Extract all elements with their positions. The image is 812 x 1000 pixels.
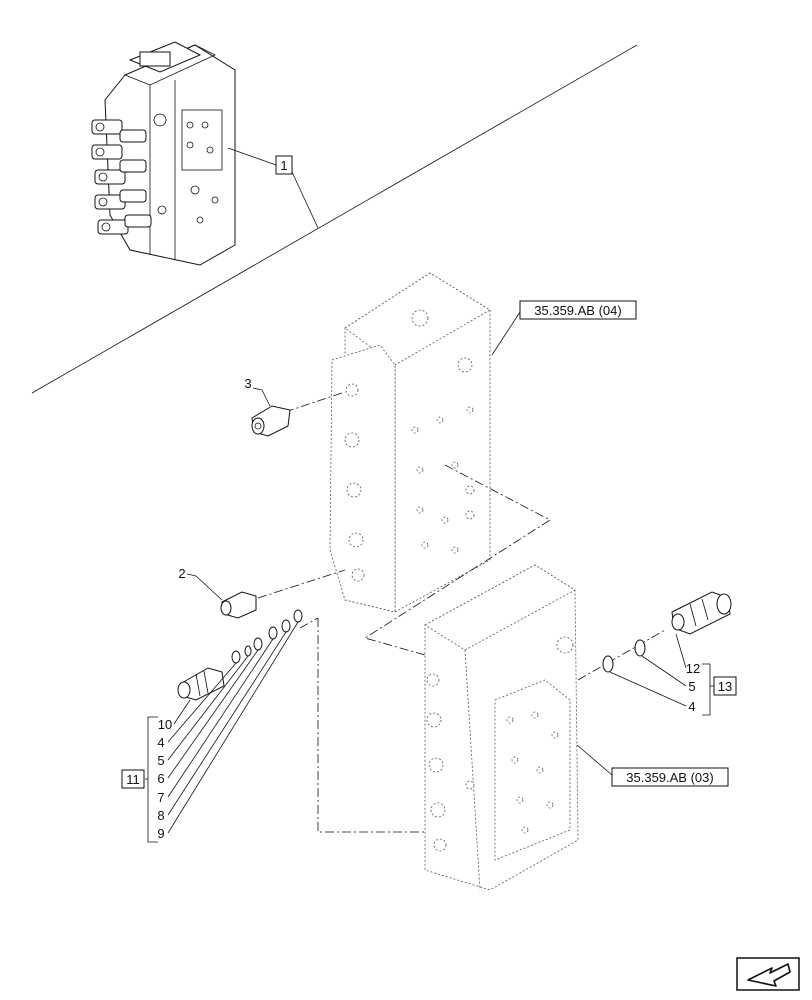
lower-section-block: [424, 564, 579, 891]
lower-ports: [426, 636, 574, 852]
upper-ports: [344, 309, 475, 582]
svg-text:13: 13: [718, 679, 732, 694]
list-item: 9: [157, 826, 164, 841]
list-item: 4: [157, 735, 164, 750]
svg-text:11: 11: [126, 772, 140, 787]
list-item: 4: [688, 699, 695, 714]
callout-ref-upper: 35.359.AB (04): [519, 300, 637, 320]
assembly-ports: [153, 109, 223, 224]
list-item: 7: [157, 790, 164, 805]
seal-rings-right: [602, 639, 646, 673]
callout-3: 3: [244, 376, 251, 391]
spool-group: [91, 119, 152, 235]
plug-part-2: [220, 591, 257, 619]
callout-2: 2: [178, 566, 185, 581]
callout-kit-13: 13: [713, 676, 737, 696]
relief-valve-right: [671, 591, 732, 635]
callout-1: 1: [275, 155, 293, 175]
left-list-labels: 10 4 5 6 7 8 9: [157, 717, 172, 841]
upper-section-block: [329, 272, 491, 613]
callout-ref-lower: 35.359.AB (03): [611, 767, 729, 787]
fitting-part-3: [251, 405, 291, 437]
valve-assembly-illustration: [91, 41, 236, 266]
seal-rings-left: [231, 609, 303, 664]
callout-kit-11: 11: [121, 769, 145, 789]
list-item: 10: [158, 717, 172, 732]
svg-text:35.359.AB (03): 35.359.AB (03): [626, 770, 713, 785]
list-item: 12: [686, 661, 700, 676]
right-list-labels: 12 5 4: [686, 661, 700, 714]
svg-text:35.359.AB (04): 35.359.AB (04): [534, 303, 621, 318]
svg-text:1: 1: [280, 158, 287, 173]
list-item: 6: [157, 771, 164, 786]
next-page-arrow-icon[interactable]: [736, 957, 800, 991]
relief-valve-left: [177, 667, 225, 701]
list-item: 5: [688, 679, 695, 694]
list-item: 5: [157, 753, 164, 768]
list-item: 8: [157, 808, 164, 823]
